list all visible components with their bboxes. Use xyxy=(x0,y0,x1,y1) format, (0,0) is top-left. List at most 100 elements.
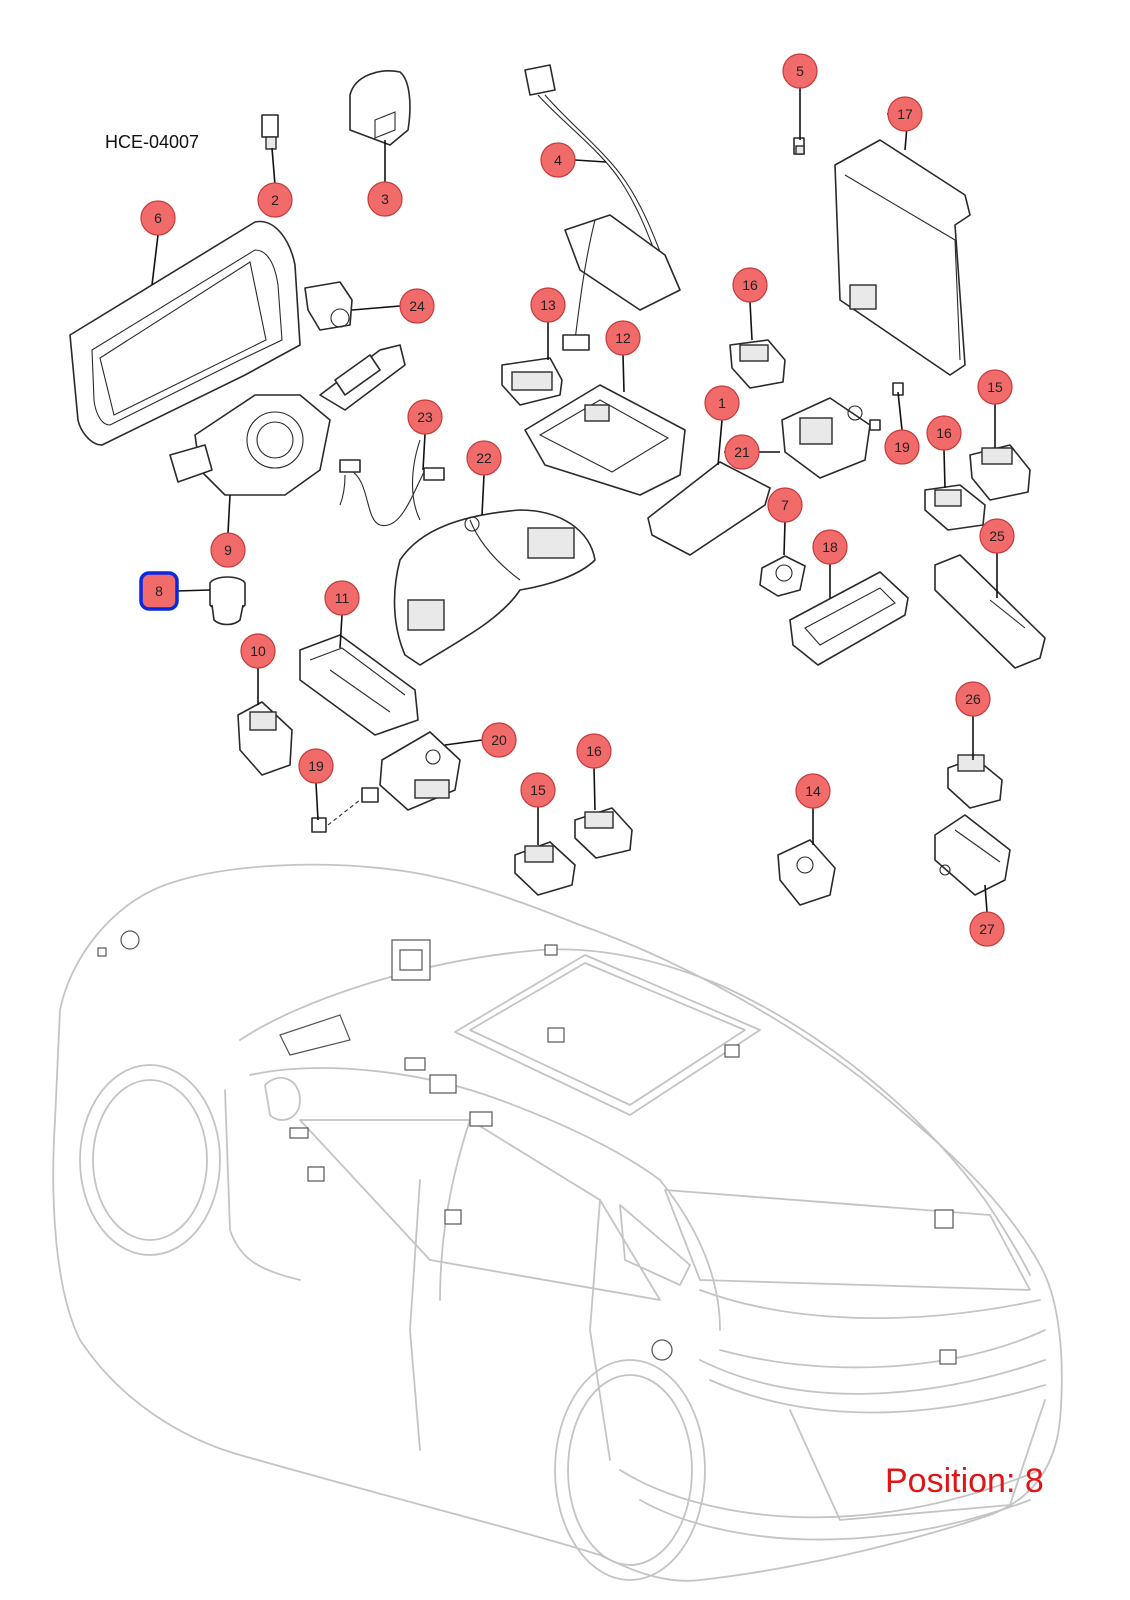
part-16-switch-b xyxy=(924,484,986,531)
callout-1[interactable]: 1 xyxy=(704,385,740,421)
component-drawings xyxy=(69,64,1046,906)
part-19-clip-a xyxy=(311,799,361,833)
part-12-console-panel xyxy=(524,384,686,496)
callout-label: 21 xyxy=(734,444,750,460)
callout-9[interactable]: 9 xyxy=(210,532,246,568)
callout-20[interactable]: 20 xyxy=(481,722,517,758)
callout-24[interactable]: 24 xyxy=(399,288,435,324)
part-1-module xyxy=(647,461,771,556)
callouts: 1 2 3 4 5 6 7 8 9 10 11 12 13 14 15 15 1… xyxy=(139,53,1015,947)
vehicle-outline xyxy=(52,863,1063,1582)
callout-label: 1 xyxy=(718,395,726,411)
callout-22[interactable]: 22 xyxy=(466,440,502,476)
callout-25[interactable]: 25 xyxy=(979,518,1015,554)
part-14-sensor xyxy=(777,839,836,906)
callout-label: 3 xyxy=(381,191,389,207)
callout-label: 27 xyxy=(979,921,995,937)
callout-label: 16 xyxy=(742,277,758,293)
callout-19[interactable]: 19 xyxy=(298,748,334,784)
callout-label: 12 xyxy=(615,330,631,346)
part-17-control-unit xyxy=(834,139,971,376)
part-10-switch xyxy=(237,701,293,776)
callout-14[interactable]: 14 xyxy=(795,773,831,809)
callout-12[interactable]: 12 xyxy=(605,320,641,356)
callout-label: 5 xyxy=(796,63,804,79)
callout-label: 7 xyxy=(781,497,789,513)
part-13-switch xyxy=(501,357,563,406)
part-15-switch-b xyxy=(514,841,576,896)
callout-15[interactable]: 15 xyxy=(520,772,556,808)
callout-label: 19 xyxy=(894,439,910,455)
part-4-cable xyxy=(524,64,681,351)
callout-label: 23 xyxy=(417,409,433,425)
diagram-code: HCE-04007 xyxy=(105,132,199,152)
part-23-harness xyxy=(339,439,445,527)
part-6-cluster-bezel xyxy=(69,220,301,446)
callout-4[interactable]: 4 xyxy=(540,142,576,178)
callout-16[interactable]: 16 xyxy=(732,267,768,303)
callout-label: 14 xyxy=(805,783,821,799)
callout-label: 26 xyxy=(965,691,981,707)
callout-3[interactable]: 3 xyxy=(367,181,403,217)
callout-16[interactable]: 16 xyxy=(926,415,962,451)
callout-10[interactable]: 10 xyxy=(240,633,276,669)
part-21-module xyxy=(781,397,871,479)
callout-label: 24 xyxy=(409,298,425,314)
callout-label: 10 xyxy=(250,643,266,659)
callout-27[interactable]: 27 xyxy=(969,911,1005,947)
callout-label: 17 xyxy=(897,106,913,122)
callout-16[interactable]: 16 xyxy=(576,733,612,769)
callout-label: 4 xyxy=(554,152,562,168)
part-16-switch-c xyxy=(574,807,633,859)
part-9-column-switch xyxy=(169,344,406,496)
callout-23[interactable]: 23 xyxy=(407,399,443,435)
part-26-switch xyxy=(947,754,1003,809)
part-25-module xyxy=(934,554,1046,669)
callout-label: 13 xyxy=(540,297,556,313)
part-11-switch-panel xyxy=(299,634,419,736)
callout-19[interactable]: 19 xyxy=(884,429,920,465)
part-18-panel xyxy=(789,571,909,666)
callout-label: 2 xyxy=(271,192,279,208)
part-8-knob xyxy=(209,576,246,626)
callout-8[interactable]: 8 xyxy=(139,571,179,611)
leader-lines xyxy=(151,88,998,913)
callout-6[interactable]: 6 xyxy=(140,200,176,236)
part-27-bracket xyxy=(934,814,1011,896)
callout-label: 16 xyxy=(936,425,952,441)
callout-11[interactable]: 11 xyxy=(324,580,360,616)
callout-label: 19 xyxy=(308,758,324,774)
callout-2[interactable]: 2 xyxy=(257,182,293,218)
callout-label: 15 xyxy=(530,782,546,798)
part-20-module xyxy=(361,731,461,811)
interior-components xyxy=(97,930,957,1365)
callout-label: 20 xyxy=(491,732,507,748)
part-15-switch-a xyxy=(969,444,1031,501)
callout-13[interactable]: 13 xyxy=(530,287,566,323)
part-24-switch xyxy=(304,281,353,331)
callout-label: 22 xyxy=(476,450,492,466)
part-16-switch-a xyxy=(729,339,786,389)
part-5-connector xyxy=(793,137,805,155)
callout-5[interactable]: 5 xyxy=(782,53,818,89)
part-2-sensor xyxy=(261,114,279,150)
part-19-clip-b xyxy=(869,382,904,431)
callout-label: 11 xyxy=(335,590,350,606)
callout-label: 15 xyxy=(987,379,1003,395)
part-7-socket xyxy=(759,555,806,597)
callout-label: 16 xyxy=(586,743,602,759)
part-3-module xyxy=(349,70,411,146)
callout-15[interactable]: 15 xyxy=(977,369,1013,405)
callout-label: 8 xyxy=(155,583,163,599)
callout-21[interactable]: 21 xyxy=(724,434,760,470)
callout-26[interactable]: 26 xyxy=(955,681,991,717)
callout-17[interactable]: 17 xyxy=(887,96,923,132)
callout-18[interactable]: 18 xyxy=(812,529,848,565)
callout-label: 25 xyxy=(989,528,1005,544)
callout-label: 6 xyxy=(154,210,162,226)
part-22-steering-bezel xyxy=(393,509,596,666)
callout-label: 9 xyxy=(224,542,232,558)
callout-label: 18 xyxy=(822,539,838,555)
callout-7[interactable]: 7 xyxy=(767,487,803,523)
